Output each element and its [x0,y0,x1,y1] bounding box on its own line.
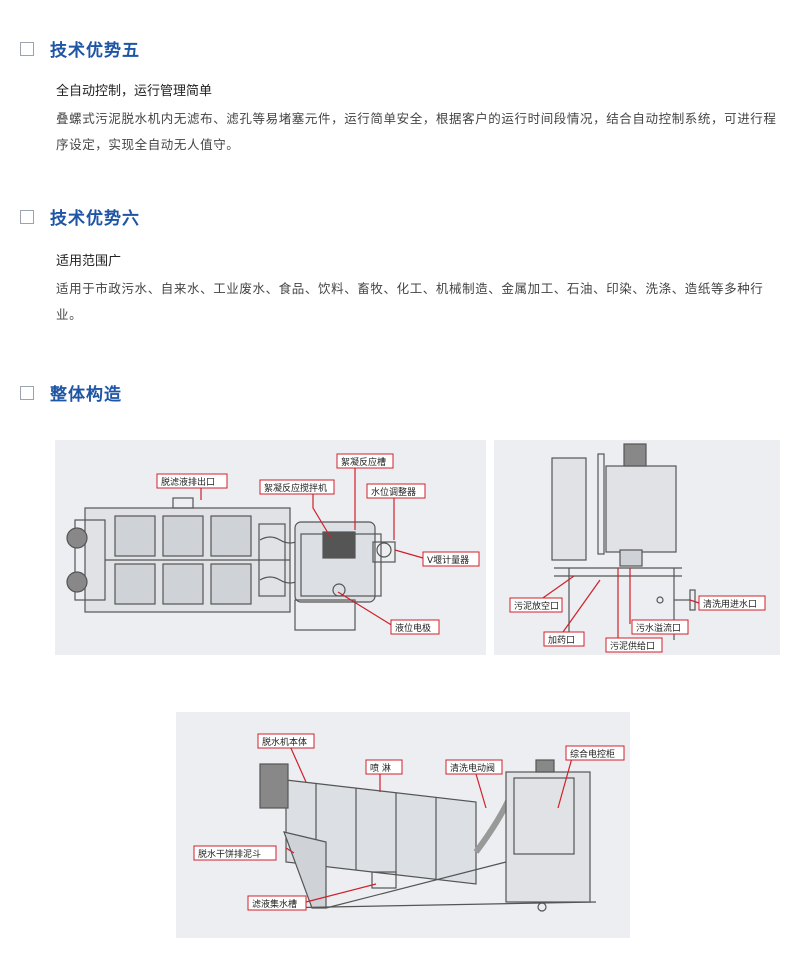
label-filtrate: 滤液集水槽 [252,898,297,910]
label-tank: 絮凝反应槽 [341,456,386,468]
label-panel: 综合电控柜 [570,748,615,760]
label-outlet: 脱滤液排出口 [161,476,215,488]
square-icon [20,41,34,56]
section-title: 整体构造 [50,385,122,405]
label-hopper: 脱水干饼排泥斗 [198,848,261,860]
label-sludge-feed: 污泥供给口 [610,640,655,652]
section-title: 技术优势五 [50,41,140,61]
diagram-front-view: 脱水机本体 喷 淋 清洗电动阀 综合电控柜 脱水干饼排泥斗 滤液集水槽 [176,712,630,938]
label-body: 脱水机本体 [262,736,307,748]
section-text: 叠螺式污泥脱水机内无滤布、滤孔等易堵塞元件，运行简单安全，根据客户的运行时间段情… [56,111,777,152]
square-icon [20,385,34,400]
label-spray: 喷 淋 [370,762,391,774]
label-sludge-drain: 污泥放空口 [514,600,559,612]
section-header-5: 技术优势五 [20,36,140,61]
label-electrode: 液位电极 [395,622,431,634]
label-wash-inlet: 清洗用进水口 [703,598,757,610]
label-v-meter: V堰计量器 [427,554,469,566]
label-valve: 清洗电动阀 [450,762,495,774]
diagram-top-view: 脱滤液排出口 絮凝反应槽 絮凝反应搅拌机 水位调整器 V堰计量器 液位电极 [55,440,486,655]
section-subtitle: 全自动控制，运行管理简单 [56,84,213,99]
square-icon [20,209,34,224]
section-text: 适用于市政污水、自来水、工业废水、食品、饮料、畜牧、化工、机械制造、金属加工、石… [56,281,764,322]
label-overflow: 污水溢流口 [636,622,681,634]
section-title: 技术优势六 [50,209,140,229]
label-mixer: 絮凝反应搅拌机 [264,482,327,494]
section-header-structure: 整体构造 [20,380,122,405]
section-subtitle: 适用范围广 [56,254,122,269]
label-dosing: 加药口 [548,635,575,646]
label-level-adj: 水位调整器 [371,486,416,498]
section-header-6: 技术优势六 [20,204,140,229]
diagram-side-view: 污泥放空口 清洗用进水口 加药口 污水溢流口 污泥供给口 [494,440,780,655]
